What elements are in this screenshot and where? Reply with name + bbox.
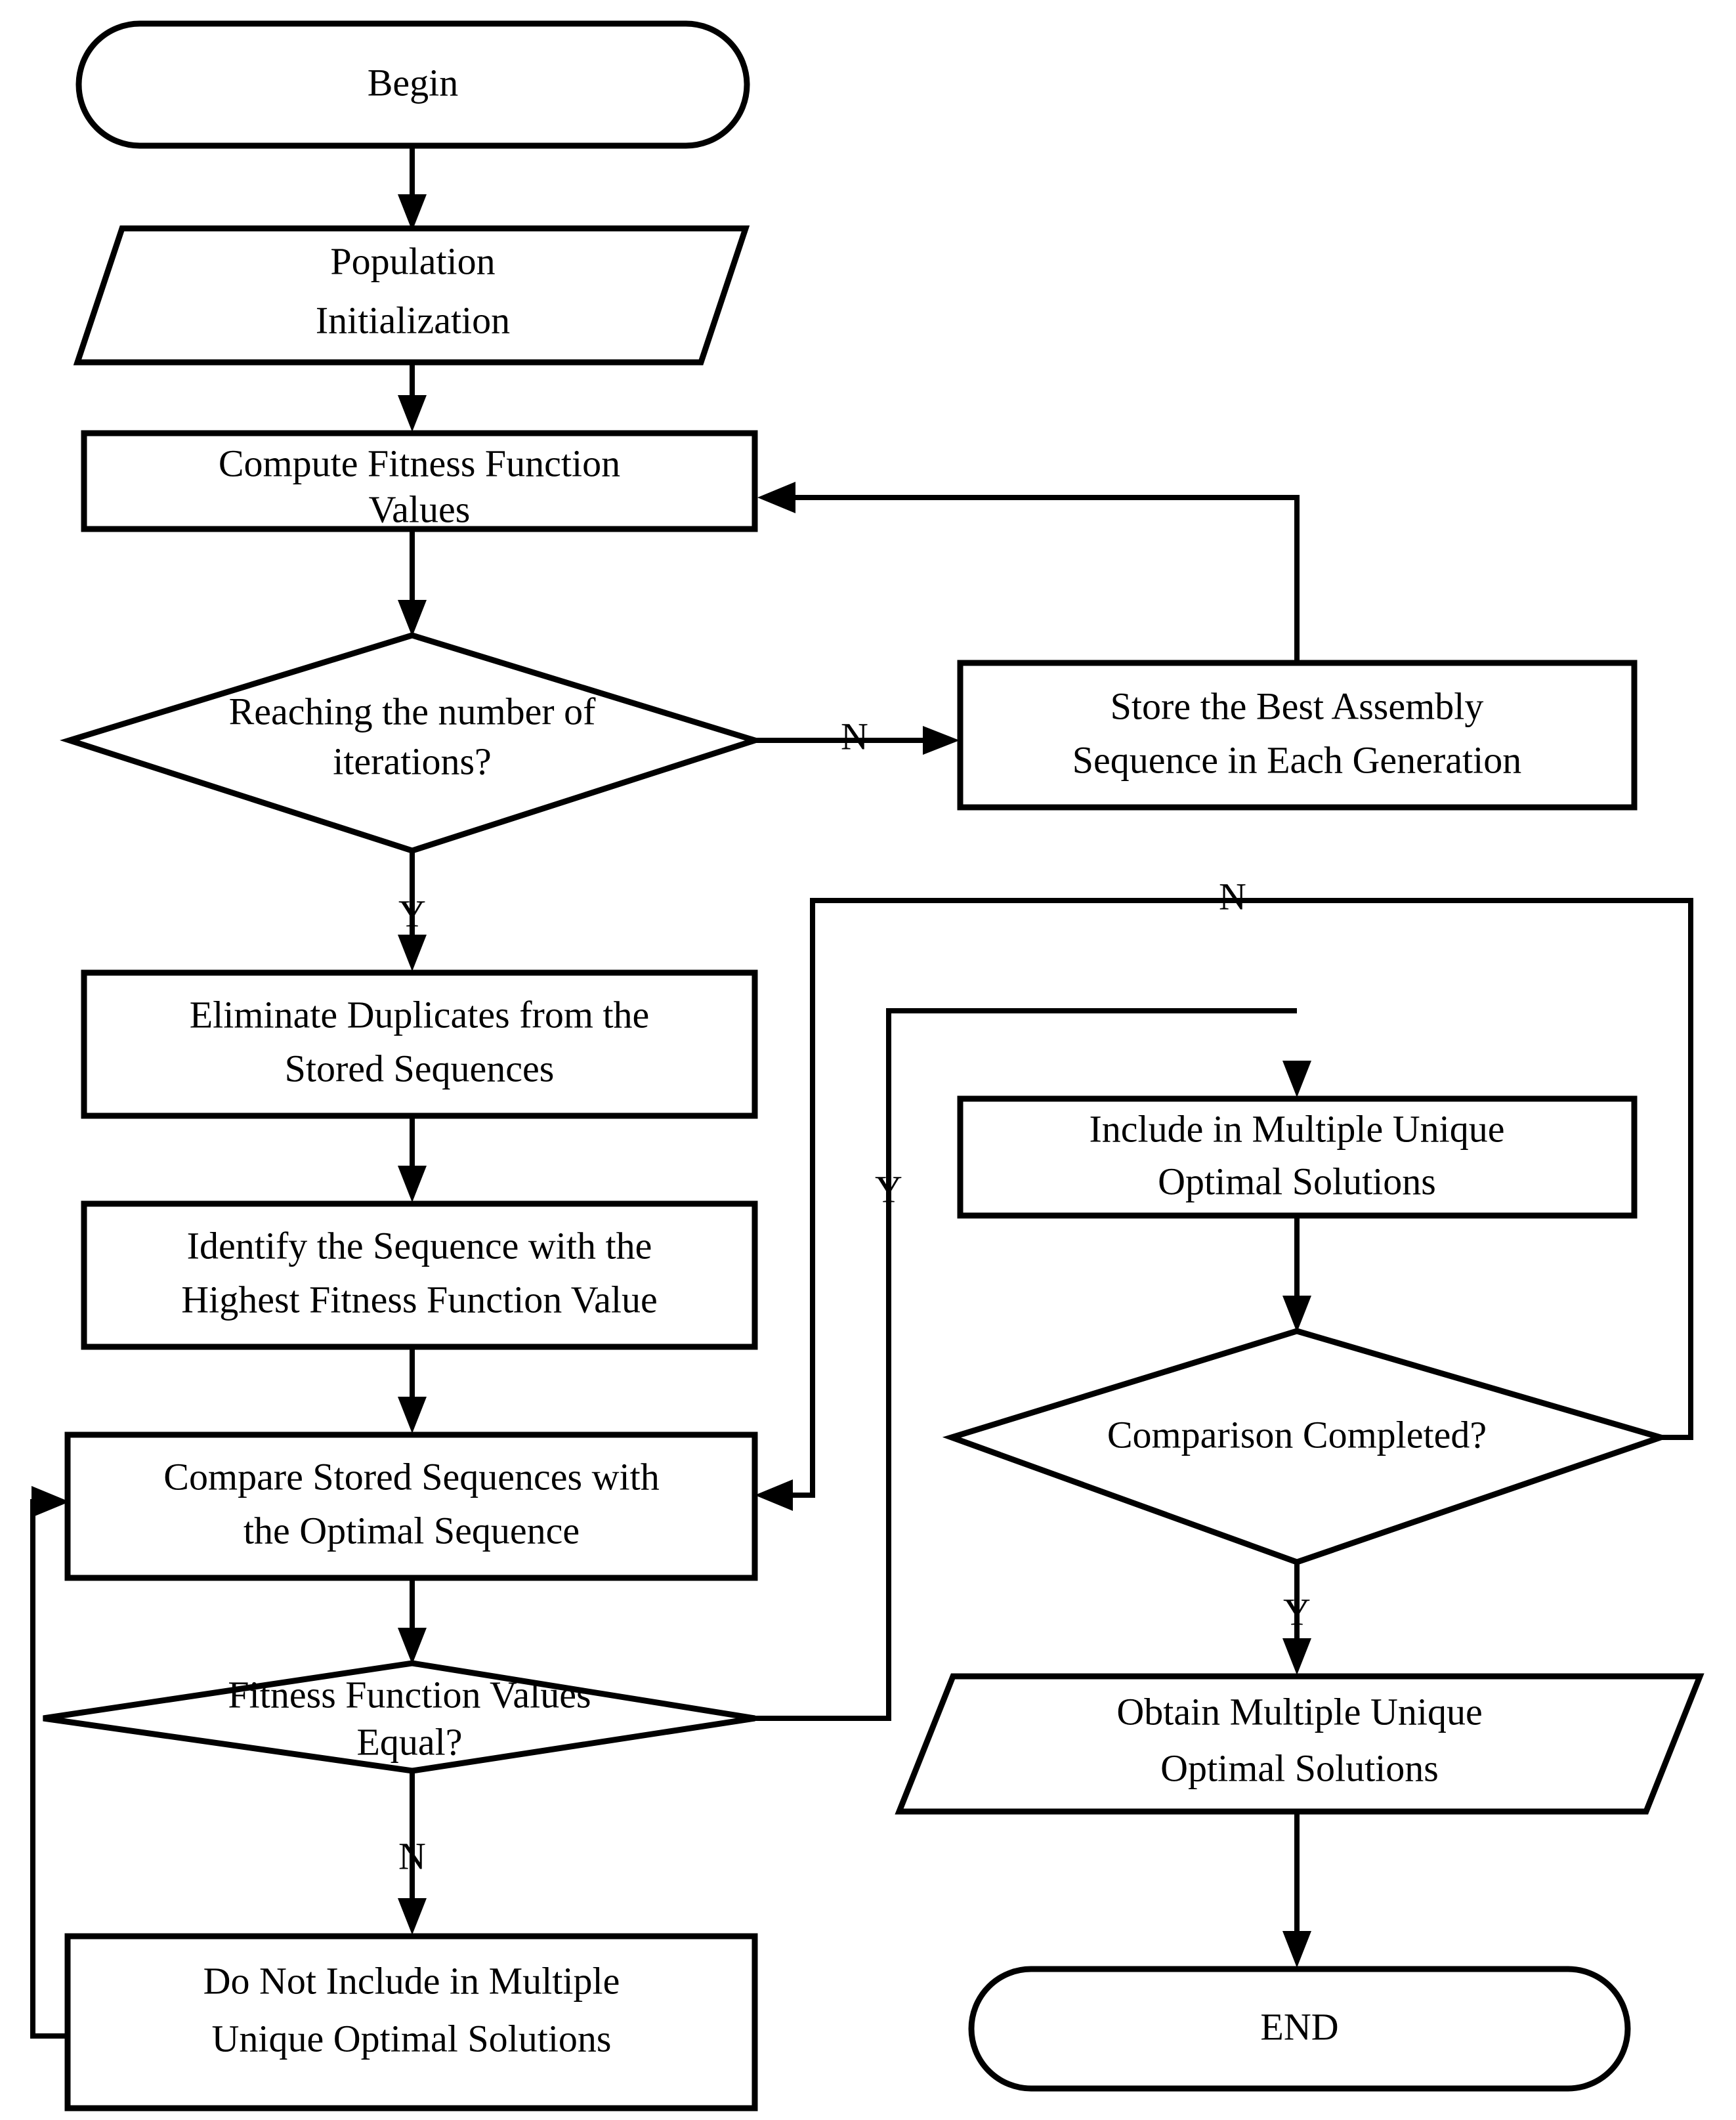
edge-include-to-comparison-completed bbox=[1282, 1216, 1311, 1332]
identify-highest-fitness-label-line-0: Identify the Sequence with the bbox=[187, 1224, 652, 1267]
edge-label-comparison-completed-no: N bbox=[1219, 875, 1246, 918]
eliminate-duplicates-shape bbox=[81, 969, 758, 1119]
end-label-line-0: END bbox=[1260, 2005, 1338, 2048]
reaching-iterations-label-line-1: iterations? bbox=[333, 740, 492, 782]
edge-label-fitness-equal-no: N bbox=[398, 1834, 426, 1877]
end-shape bbox=[968, 1966, 1631, 2092]
edge-fitness-equal-no-to-do-not-include bbox=[398, 1772, 427, 1935]
compute-fitness-label-line-0: Compute Fitness Function bbox=[219, 442, 620, 484]
begin-shape bbox=[75, 20, 750, 149]
fitness-values-equal-label-line-0: Fitness Function Values bbox=[228, 1673, 591, 1716]
reaching-iterations-shape bbox=[59, 632, 765, 854]
compute-fitness-shape bbox=[81, 430, 758, 532]
node-obtain-multiple[interactable]: Obtain Multiple Unique Optimal Solutions bbox=[895, 1673, 1704, 1815]
edge-fitness-equal-yes-to-include bbox=[755, 1008, 1311, 1721]
include-in-multiple-shape bbox=[957, 1095, 1638, 1219]
compute-fitness-label-line-1: Values bbox=[369, 488, 471, 530]
node-begin[interactable]: Begin bbox=[75, 20, 750, 149]
store-best-assembly-label-line-1: Sequence in Each Generation bbox=[1072, 738, 1521, 781]
fitness-values-equal-shape bbox=[43, 1660, 755, 1774]
node-fitness-values-equal[interactable]: Fitness Function Values Equal? bbox=[43, 1660, 755, 1774]
edge-label-reaching-iterations-yes: Y bbox=[398, 892, 426, 935]
identify-highest-fitness-label-line-1: Highest Fitness Function Value bbox=[181, 1278, 658, 1321]
edge-comparison-no-to-compare bbox=[755, 898, 1693, 1511]
compare-stored-sequences-shape bbox=[64, 1431, 758, 1581]
edge-label-fitness-equal-yes: Y bbox=[875, 1168, 902, 1210]
edge-do-not-include-loopback-to-compare bbox=[30, 1486, 70, 2039]
edge-decision-no-to-store-best bbox=[755, 726, 960, 755]
edge-identify-to-compare bbox=[398, 1347, 427, 1433]
store-best-assembly-shape bbox=[957, 660, 1638, 811]
node-population-initialization[interactable]: Population Initialization bbox=[73, 225, 750, 366]
compare-stored-sequences-label-line-0: Compare Stored Sequences with bbox=[163, 1455, 659, 1498]
node-eliminate-duplicates[interactable]: Eliminate Duplicates from the Stored Seq… bbox=[81, 969, 758, 1119]
compare-stored-sequences-label-line-1: the Optimal Sequence bbox=[243, 1509, 580, 1552]
population-initialization-label-line-0: Population bbox=[330, 240, 495, 282]
edge-store-best-loopback-to-compute-fitness bbox=[757, 482, 1300, 663]
obtain-multiple-shape bbox=[895, 1673, 1704, 1815]
node-compare-stored-sequences[interactable]: Compare Stored Sequences with the Optima… bbox=[64, 1431, 758, 1581]
node-comparison-completed[interactable]: Comparison Completed? bbox=[942, 1328, 1670, 1565]
reaching-iterations-label-line-0: Reaching the number of bbox=[229, 690, 597, 732]
do-not-include-shape bbox=[64, 1933, 758, 2111]
edge-eliminate-to-identify bbox=[398, 1116, 427, 1202]
edge-label-reaching-iterations-no: N bbox=[841, 715, 868, 757]
do-not-include-label-line-1: Unique Optimal Solutions bbox=[212, 2017, 612, 2060]
edge-compare-to-fitness-equal bbox=[398, 1578, 427, 1664]
edge-begin-to-population bbox=[398, 146, 427, 231]
identify-highest-fitness-shape bbox=[81, 1200, 758, 1350]
comparison-completed-label-line-0: Comparison Completed? bbox=[1107, 1413, 1487, 1456]
fitness-values-equal-label-line-1: Equal? bbox=[356, 1720, 462, 1763]
store-best-assembly-label-line-0: Store the Best Assembly bbox=[1111, 685, 1484, 727]
edge-label-comparison-completed-yes: Y bbox=[1283, 1590, 1311, 1633]
eliminate-duplicates-label-line-1: Stored Sequences bbox=[285, 1047, 555, 1090]
include-in-multiple-label-line-1: Optimal Solutions bbox=[1158, 1160, 1436, 1202]
node-reaching-iterations[interactable]: Reaching the number of iterations? bbox=[59, 632, 765, 854]
node-do-not-include[interactable]: Do Not Include in Multiple Unique Optima… bbox=[64, 1933, 758, 2111]
population-initialization-label-line-1: Initialization bbox=[316, 299, 510, 341]
node-store-best-assembly[interactable]: Store the Best Assembly Sequence in Each… bbox=[957, 660, 1638, 811]
begin-label-line-0: Begin bbox=[368, 61, 459, 104]
node-identify-highest-fitness[interactable]: Identify the Sequence with the Highest F… bbox=[81, 1200, 758, 1350]
node-end[interactable]: END bbox=[968, 1966, 1631, 2092]
eliminate-duplicates-label-line-0: Eliminate Duplicates from the bbox=[190, 993, 650, 1036]
node-compute-fitness[interactable]: Compute Fitness Function Values bbox=[81, 430, 758, 532]
edge-compute-fitness-to-decision bbox=[398, 529, 427, 637]
edge-obtain-to-end bbox=[1282, 1813, 1311, 1968]
edge-decision-yes-to-eliminate-duplicates bbox=[398, 852, 427, 971]
obtain-multiple-label-line-1: Optimal Solutions bbox=[1160, 1747, 1439, 1789]
include-in-multiple-label-line-0: Include in Multiple Unique bbox=[1089, 1107, 1504, 1150]
obtain-multiple-label-line-0: Obtain Multiple Unique bbox=[1116, 1690, 1482, 1733]
do-not-include-label-line-0: Do Not Include in Multiple bbox=[203, 1959, 620, 2002]
population-initialization-shape bbox=[73, 225, 750, 366]
comparison-completed-shape bbox=[942, 1328, 1670, 1565]
edge-comparison-yes-to-obtain bbox=[1282, 1563, 1311, 1675]
node-include-in-multiple[interactable]: Include in Multiple Unique Optimal Solut… bbox=[957, 1095, 1638, 1219]
edge-population-to-compute-fitness bbox=[398, 365, 427, 432]
